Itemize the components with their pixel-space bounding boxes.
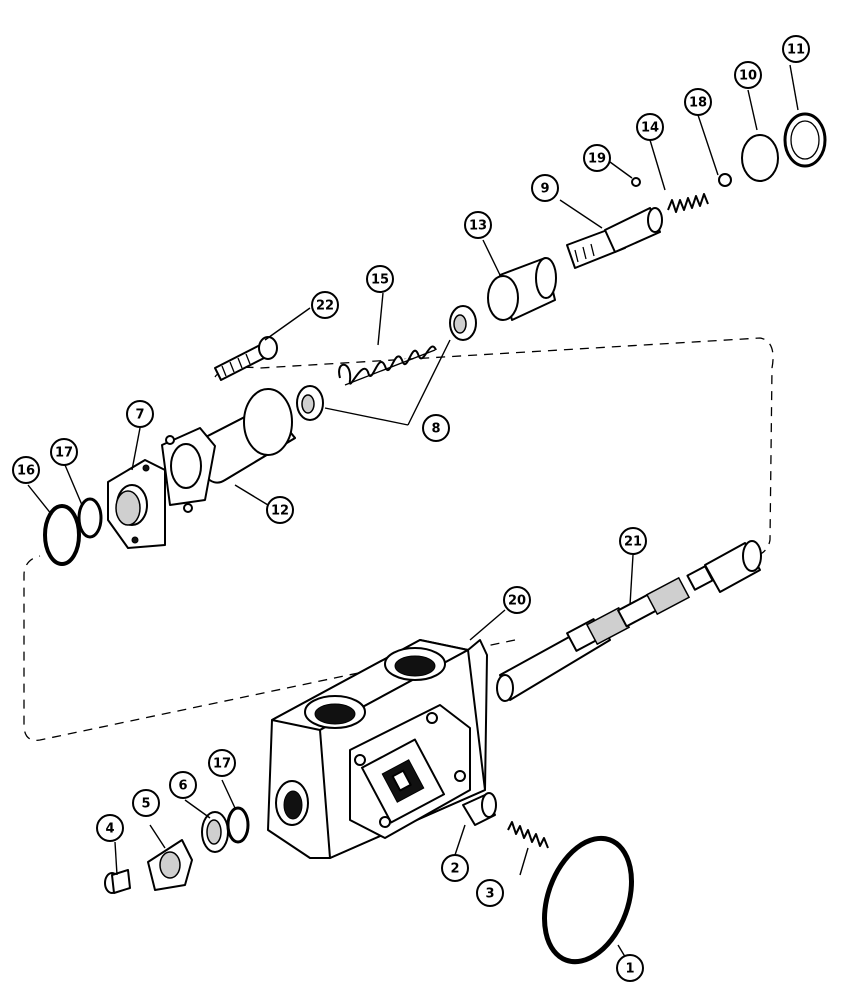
callout-16: 16 — [12, 456, 40, 484]
o-ring-16 — [43, 504, 81, 566]
washer-8-lower — [296, 385, 324, 421]
callout-2: 2 — [441, 854, 469, 882]
svg-text:9: 9 — [540, 182, 549, 197]
svg-text:7: 7 — [135, 408, 144, 423]
svg-text:13: 13 — [469, 219, 487, 234]
screw-22 — [214, 336, 278, 381]
callout-5: 5 — [132, 789, 160, 817]
ball-19 — [631, 177, 641, 187]
svg-text:2: 2 — [450, 862, 459, 877]
callout-7: 7 — [126, 400, 154, 428]
svg-text:21: 21 — [624, 535, 642, 550]
svg-text:16: 16 — [17, 464, 35, 479]
callout-3: 3 — [476, 879, 504, 907]
shaft-9 — [566, 207, 663, 269]
callout-13: 13 — [464, 211, 492, 239]
callout-21: 21 — [619, 527, 647, 555]
o-ring-17-upper — [77, 497, 103, 539]
callout-15: 15 — [366, 265, 394, 293]
svg-text:18: 18 — [689, 96, 707, 111]
svg-text:4: 4 — [105, 822, 114, 837]
svg-text:17: 17 — [55, 446, 73, 461]
flange — [107, 459, 166, 549]
disc-10 — [741, 134, 779, 182]
callout-17-lower: 17 — [208, 749, 236, 777]
svg-text:3: 3 — [485, 887, 494, 902]
svg-text:1: 1 — [625, 962, 634, 977]
o-ring-1 — [542, 835, 634, 965]
callout-4: 4 — [96, 814, 124, 842]
sleeve-13 — [487, 257, 557, 321]
svg-text:20: 20 — [508, 594, 526, 609]
washer-8-upper — [449, 305, 477, 341]
spring-14 — [667, 193, 709, 213]
callout-22: 22 — [311, 291, 339, 319]
callout-14: 14 — [636, 113, 664, 141]
callout-6: 6 — [169, 771, 197, 799]
callout-20: 20 — [503, 586, 531, 614]
svg-text:8: 8 — [431, 422, 440, 437]
svg-text:19: 19 — [588, 152, 606, 167]
callout-11: 11 — [782, 35, 810, 63]
valve-body — [267, 639, 488, 859]
callout-17-upper: 17 — [50, 438, 78, 466]
svg-text:17: 17 — [213, 757, 231, 772]
plate-5 — [147, 839, 193, 891]
o-ring-17-lower — [226, 806, 250, 844]
svg-text:11: 11 — [787, 43, 805, 58]
plug-2 — [462, 792, 497, 826]
spool — [496, 540, 762, 702]
callout-12: 12 — [266, 496, 294, 524]
callout-18: 18 — [684, 88, 712, 116]
svg-text:10: 10 — [739, 69, 757, 84]
ball-18 — [718, 173, 732, 187]
callout-8: 8 — [422, 414, 450, 442]
svg-text:22: 22 — [316, 299, 334, 314]
callout-1: 1 — [616, 954, 644, 982]
svg-text:12: 12 — [271, 504, 289, 519]
svg-text:15: 15 — [371, 273, 389, 288]
callout-19: 19 — [583, 144, 611, 172]
screw-4 — [104, 869, 131, 894]
leader-lines — [27, 64, 799, 966]
end-cap — [161, 388, 296, 513]
spring-3 — [507, 821, 549, 849]
svg-text:5: 5 — [141, 797, 150, 812]
callout-10: 10 — [734, 61, 762, 89]
svg-text:14: 14 — [641, 121, 659, 136]
callout-9: 9 — [531, 174, 559, 202]
nut-6 — [201, 811, 229, 853]
spring-15 — [338, 345, 437, 386]
svg-text:6: 6 — [178, 779, 187, 794]
